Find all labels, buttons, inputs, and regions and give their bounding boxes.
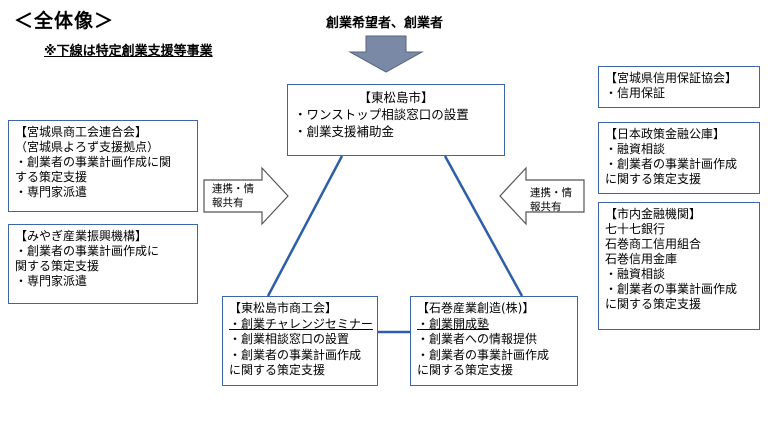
box-jfc: 【日本政策金融公庫】 ・融資相談 ・創業者の事業計画作成 に関する策定支援 <box>598 122 760 194</box>
connector-line-left <box>266 155 344 297</box>
box-miyagi-shokokai: 【宮城県商工会連合会】 （宮城県よろず支援拠点） ・創業者の事業計画作成に関 す… <box>8 120 198 212</box>
left-arrow <box>203 166 289 226</box>
connector-line-right <box>443 155 524 297</box>
box-shokokai-city: 【東松島市商工会】 ・創業チャレンジセミナー ・創業相談窓口の設置 ・創業者の事… <box>222 296 378 386</box>
specified-program-item: ・創業チャレンジセミナー <box>229 316 373 331</box>
box-local-banks: 【市内金融機関】 七十七銀行 石巻商工信用組合 石巻信用金庫 ・融資相談 ・創業… <box>598 202 760 330</box>
right-arrow-label: 連携・情 報共有 <box>530 187 572 213</box>
page-title: ＜全体像＞ <box>14 10 115 32</box>
box-ishinomaki-sangyo: 【石巻産業創造(株)】 ・創業開成塾 ・創業者への情報提供 ・創業者の事業計画作… <box>410 296 578 386</box>
underline-note: ※下線は特定創業支援等事業 <box>44 44 213 59</box>
center-item: ・創業支援補助金 <box>294 124 395 139</box>
right-arrow <box>499 166 585 226</box>
top-label: 創業希望者、創業者 <box>326 16 444 31</box>
center-item: ・ワンストップ相談窓口の設置 <box>294 107 469 122</box>
down-arrow <box>348 35 424 73</box>
box-miyagi-sangyo: 【みやぎ産業振興機構】 ・創業者の事業計画作成に 関する策定支援 ・専門家派遣 <box>8 224 198 304</box>
specified-program-item: ・創業開成塾 <box>417 316 490 331</box>
center-box-title: 【東松島市】 <box>358 90 434 105</box>
left-arrow-label: 連携・情 報共有 <box>212 183 254 209</box>
box-shinyo-hosho: 【宮城県信用保証協会】 ・信用保証 <box>598 66 760 108</box>
center-box-city: 【東松島市】 ・ワンストップ相談窓口の設置 ・創業支援補助金 <box>287 84 505 156</box>
